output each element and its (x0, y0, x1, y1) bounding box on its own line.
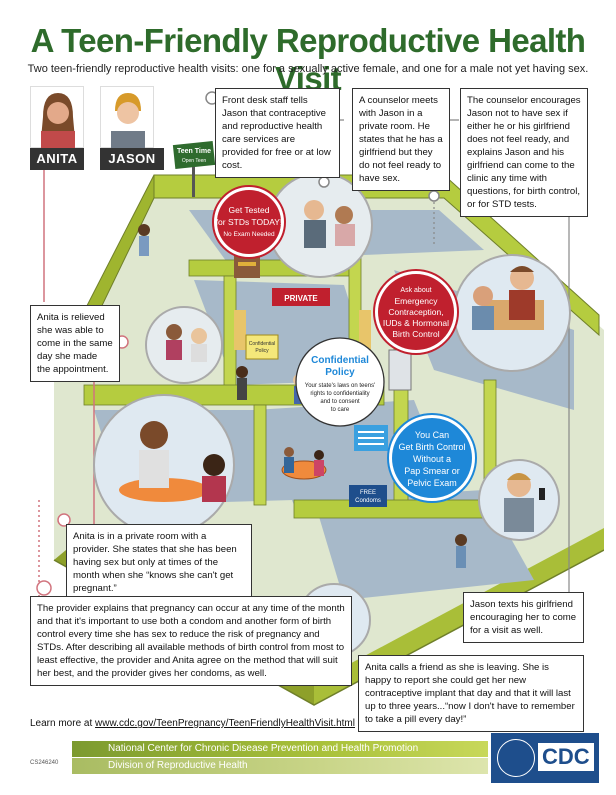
svg-text:rights to confidentiality: rights to confidentiality (310, 391, 369, 397)
svg-text:Open Teen: Open Teen (182, 158, 207, 164)
callout-anita-relieved: Anita is relieved she was able to come i… (30, 305, 120, 383)
cdc-logo-text: CDC (538, 743, 594, 771)
birth-control-badge: You Can Get Birth Control Without a Pap … (387, 413, 477, 503)
svg-text:Get Birth Control: Get Birth Control (398, 442, 465, 452)
callout-counselor-meets: A counselor meets with Jason in a privat… (352, 88, 450, 192)
page-title: A Teen-Friendly Reproductive Health Visi… (30, 22, 586, 97)
svg-text:Pap Smear or: Pap Smear or (404, 466, 460, 476)
svg-text:Emergency: Emergency (395, 296, 439, 306)
document-code: CS246240 (30, 760, 59, 766)
svg-text:Condoms: Condoms (355, 498, 381, 504)
division-bar: Division of Reproductive Health (72, 758, 488, 774)
svg-text:for STDs TODAY!: for STDs TODAY! (216, 217, 283, 227)
svg-text:Your state's laws on teens': Your state's laws on teens' (305, 383, 375, 389)
callout-jason-texts: Jason texts his girlfriend encouraging h… (463, 592, 584, 644)
anita-name-tag: ANITA (30, 148, 84, 170)
exam-vignette (93, 394, 235, 536)
svg-text:Without a: Without a (413, 454, 451, 464)
svg-text:Birth Control: Birth Control (392, 329, 439, 339)
svg-text:Get Tested: Get Tested (229, 205, 270, 215)
svg-text:Confidential: Confidential (311, 355, 369, 366)
jason-texting-vignette (478, 459, 560, 541)
confidential-policy-badge: Confidential Policy Your state's laws on… (295, 337, 385, 427)
svg-text:Pelvic Exam: Pelvic Exam (407, 478, 457, 488)
page-subtitle: Two teen-friendly reproductive health vi… (27, 63, 589, 75)
svg-text:IUDs & Hormonal: IUDs & Hormonal (383, 318, 449, 328)
svg-text:You Can: You Can (415, 430, 449, 440)
jason-name-tag: JASON (100, 148, 164, 170)
svg-text:Confidential: Confidential (249, 341, 275, 347)
emergency-contraception-badge: Ask about Emergency Contraception, IUDs … (373, 269, 459, 355)
svg-text:Ask about: Ask about (400, 287, 431, 294)
hhs-seal-icon (497, 739, 535, 777)
jason-portrait (100, 86, 154, 149)
learn-more-link[interactable]: www.cdc.gov/TeenPregnancy/TeenFriendlyHe… (95, 718, 355, 729)
callout-provider-explains: The provider explains that pregnancy can… (30, 596, 352, 687)
svg-text:and to consent: and to consent (320, 399, 360, 405)
center-bar: National Center for Chronic Disease Prev… (72, 741, 488, 757)
anita-portrait (30, 86, 84, 149)
anita-provider-vignette (145, 306, 223, 384)
learn-more: Learn more at www.cdc.gov/TeenPregnancy/… (30, 718, 355, 729)
svg-text:No Exam Needed: No Exam Needed (223, 231, 275, 238)
svg-text:Policy: Policy (325, 367, 355, 378)
svg-text:FREE: FREE (360, 490, 376, 496)
callout-front-desk: Front desk staff tells Jason that contra… (215, 88, 340, 179)
callout-anita-calls: Anita calls a friend as she is leaving. … (358, 655, 584, 733)
cdc-logo: CDC (491, 733, 599, 783)
teen-time-sign: Teen Time (177, 148, 211, 155)
callout-counselor-encourages: The counselor encourages Jason not to ha… (460, 88, 588, 218)
svg-text:Contraception,: Contraception, (388, 307, 443, 317)
std-testing-badge: Get Tested for STDs TODAY! No Exam Neede… (212, 185, 286, 259)
callout-anita-private-room: Anita is in a private room with a provid… (66, 524, 252, 602)
counselor-vignette (453, 254, 571, 372)
svg-text:to care: to care (331, 407, 350, 413)
svg-text:Policy: Policy (255, 348, 269, 354)
private-sign: PRIVATE (284, 294, 318, 303)
